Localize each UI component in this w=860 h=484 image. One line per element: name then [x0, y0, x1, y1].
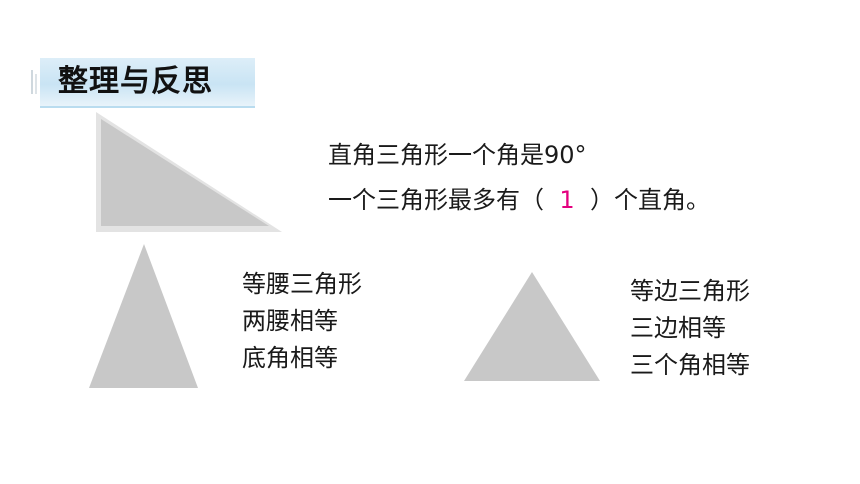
- right-triangle-fact: 直角三角形一个角是90°: [328, 141, 587, 169]
- equilateral-prop-angles: 三个角相等: [630, 351, 750, 379]
- header-band: [40, 58, 255, 108]
- question-text-after: ）个直角。: [590, 186, 710, 214]
- isosceles-prop-legs: 两腰相等: [242, 307, 338, 335]
- isosceles-triangle-shape: [89, 244, 198, 388]
- right-angle-question: 一个三角形最多有（ 1 ）个直角。: [328, 186, 710, 214]
- answer-value: 1: [559, 186, 575, 214]
- equilateral-triangle-shape: [464, 272, 600, 381]
- equilateral-title: 等边三角形: [630, 277, 750, 305]
- page-title: 整理与反思: [58, 64, 213, 99]
- equilateral-properties: 等边三角形 三边相等 三个角相等: [630, 273, 750, 384]
- right-triangle-shape: [96, 112, 282, 232]
- equilateral-prop-sides: 三边相等: [630, 314, 726, 342]
- isosceles-properties: 等腰三角形 两腰相等 底角相等: [242, 266, 362, 377]
- question-text-before: 一个三角形最多有（: [328, 186, 544, 214]
- isosceles-prop-base-angles: 底角相等: [242, 344, 338, 372]
- header-decoration-icon: [31, 70, 37, 94]
- isosceles-title: 等腰三角形: [242, 270, 362, 298]
